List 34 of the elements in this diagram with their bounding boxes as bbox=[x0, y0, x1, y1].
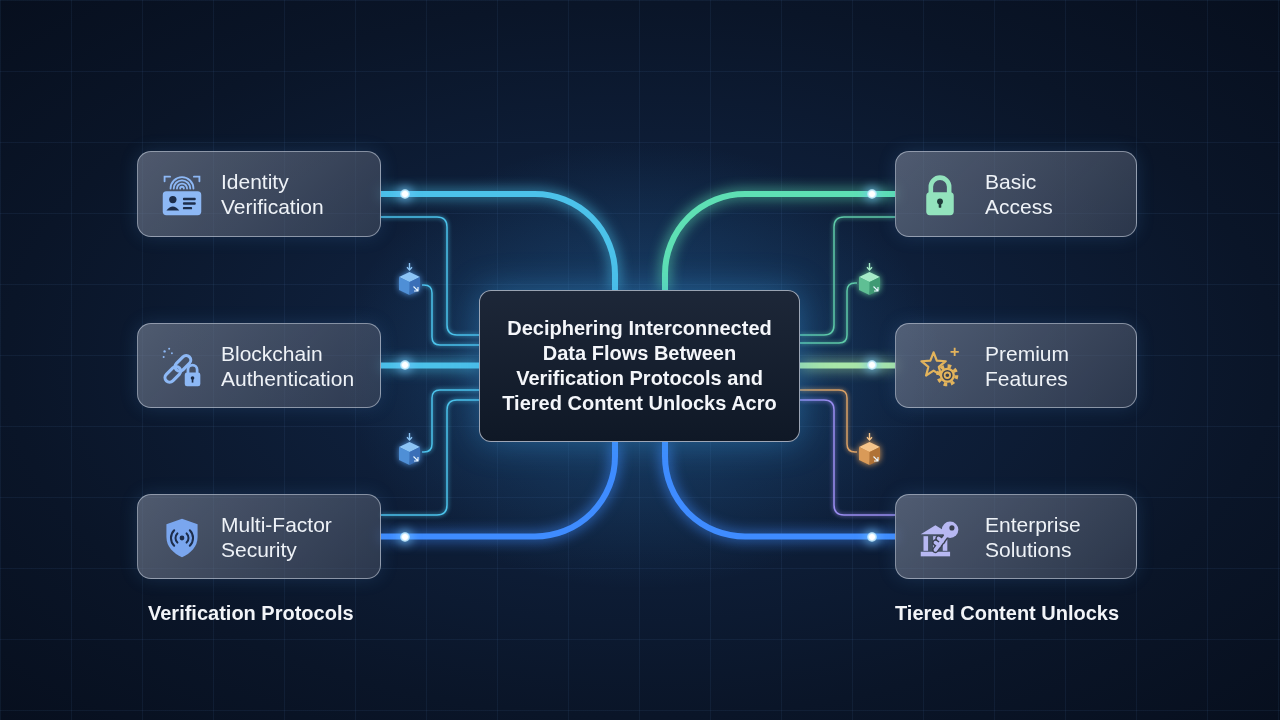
cube-icon bbox=[397, 432, 422, 466]
connector-line bbox=[421, 284, 480, 346]
category-card bbox=[895, 151, 1137, 237]
glowing-flow-line bbox=[800, 362, 895, 369]
connector-line bbox=[799, 399, 896, 516]
central-heading: Deciphering Interconnected Data Flows Between Verification Protocols and Tiered Content Unlocks Acro bbox=[501, 316, 778, 416]
cube-icon bbox=[397, 262, 422, 296]
central-topic-box bbox=[479, 290, 800, 442]
connector-line bbox=[421, 389, 480, 453]
connector-line bbox=[380, 216, 480, 336]
category-card bbox=[895, 323, 1137, 408]
category-card bbox=[137, 151, 381, 237]
cube-icon bbox=[857, 262, 882, 296]
category-card bbox=[137, 323, 381, 408]
category-card bbox=[895, 494, 1137, 579]
cube-icon bbox=[857, 432, 882, 466]
glowing-flow-line bbox=[381, 442, 618, 540]
card-label: Identity Verification bbox=[221, 169, 325, 219]
connector-line bbox=[799, 282, 858, 344]
column-heading: Verification Protocols bbox=[148, 602, 354, 625]
glowing-flow-line bbox=[381, 362, 479, 369]
connector-line bbox=[799, 216, 896, 336]
card-label: Blockchain Authentication bbox=[221, 340, 356, 391]
glowing-flow-line bbox=[662, 442, 895, 540]
column-heading: Tiered Content Unlocks bbox=[895, 602, 1120, 625]
card-label: Multi-Factor Security bbox=[221, 511, 333, 562]
glowing-flow-line bbox=[662, 191, 895, 290]
card-label: Enterprise Solutions bbox=[985, 511, 1082, 562]
card-label: Premium Features bbox=[985, 340, 1070, 391]
glowing-flow-line bbox=[381, 191, 618, 290]
connector-line bbox=[380, 399, 480, 516]
connector-line bbox=[799, 389, 858, 453]
card-label: Basic Access bbox=[985, 169, 1054, 219]
category-card bbox=[137, 494, 381, 579]
